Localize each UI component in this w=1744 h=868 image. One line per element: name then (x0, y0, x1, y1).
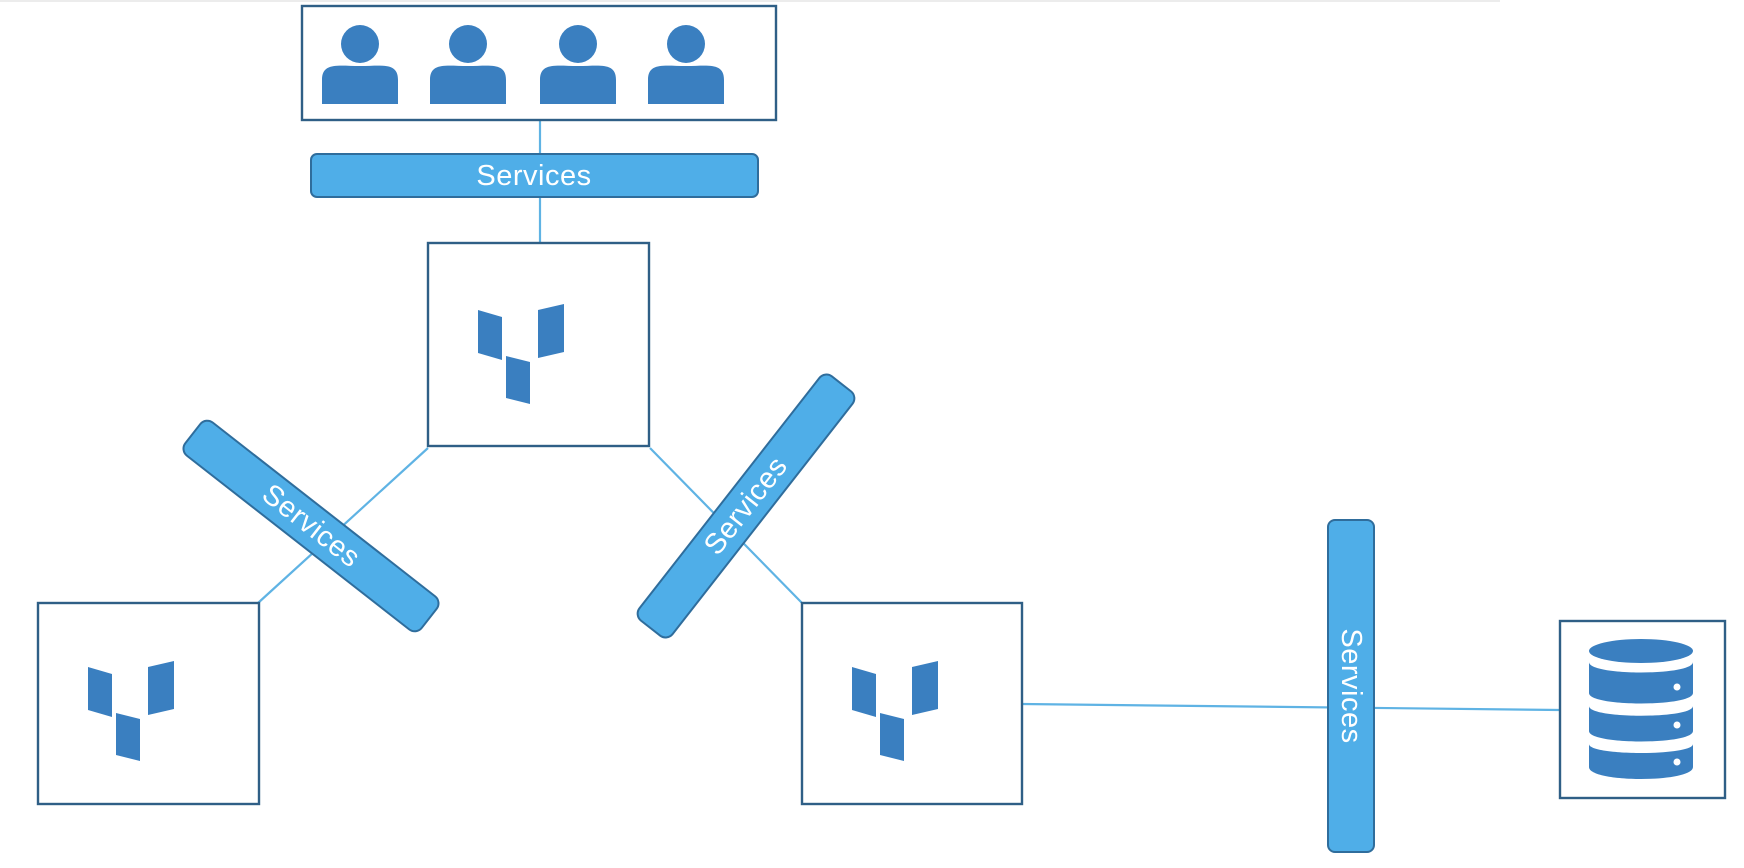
services-bar-top-label: Services (476, 160, 591, 192)
microservice-node-hub (426, 241, 651, 448)
services-bar-vertical: Services (1327, 519, 1375, 853)
services-bar-middle: Services (636, 373, 856, 639)
services-bar-vertical-shape (1327, 519, 1375, 853)
database-icon (1589, 639, 1693, 779)
services-bar-vertical-label: Services (1335, 628, 1367, 743)
services-bar-middle-shape (636, 373, 856, 639)
services-bar-top: Services (310, 153, 759, 198)
connector-right-node-to-database (1021, 702, 1561, 712)
users-node (300, 4, 778, 122)
microservice-node-left (36, 601, 261, 806)
services-bar-top-shape (310, 153, 759, 198)
services-bar-left-shape (182, 419, 440, 633)
microservice-node-right (800, 601, 1024, 806)
database-node (1558, 619, 1727, 800)
services-bar-left-label: Services (256, 478, 366, 574)
